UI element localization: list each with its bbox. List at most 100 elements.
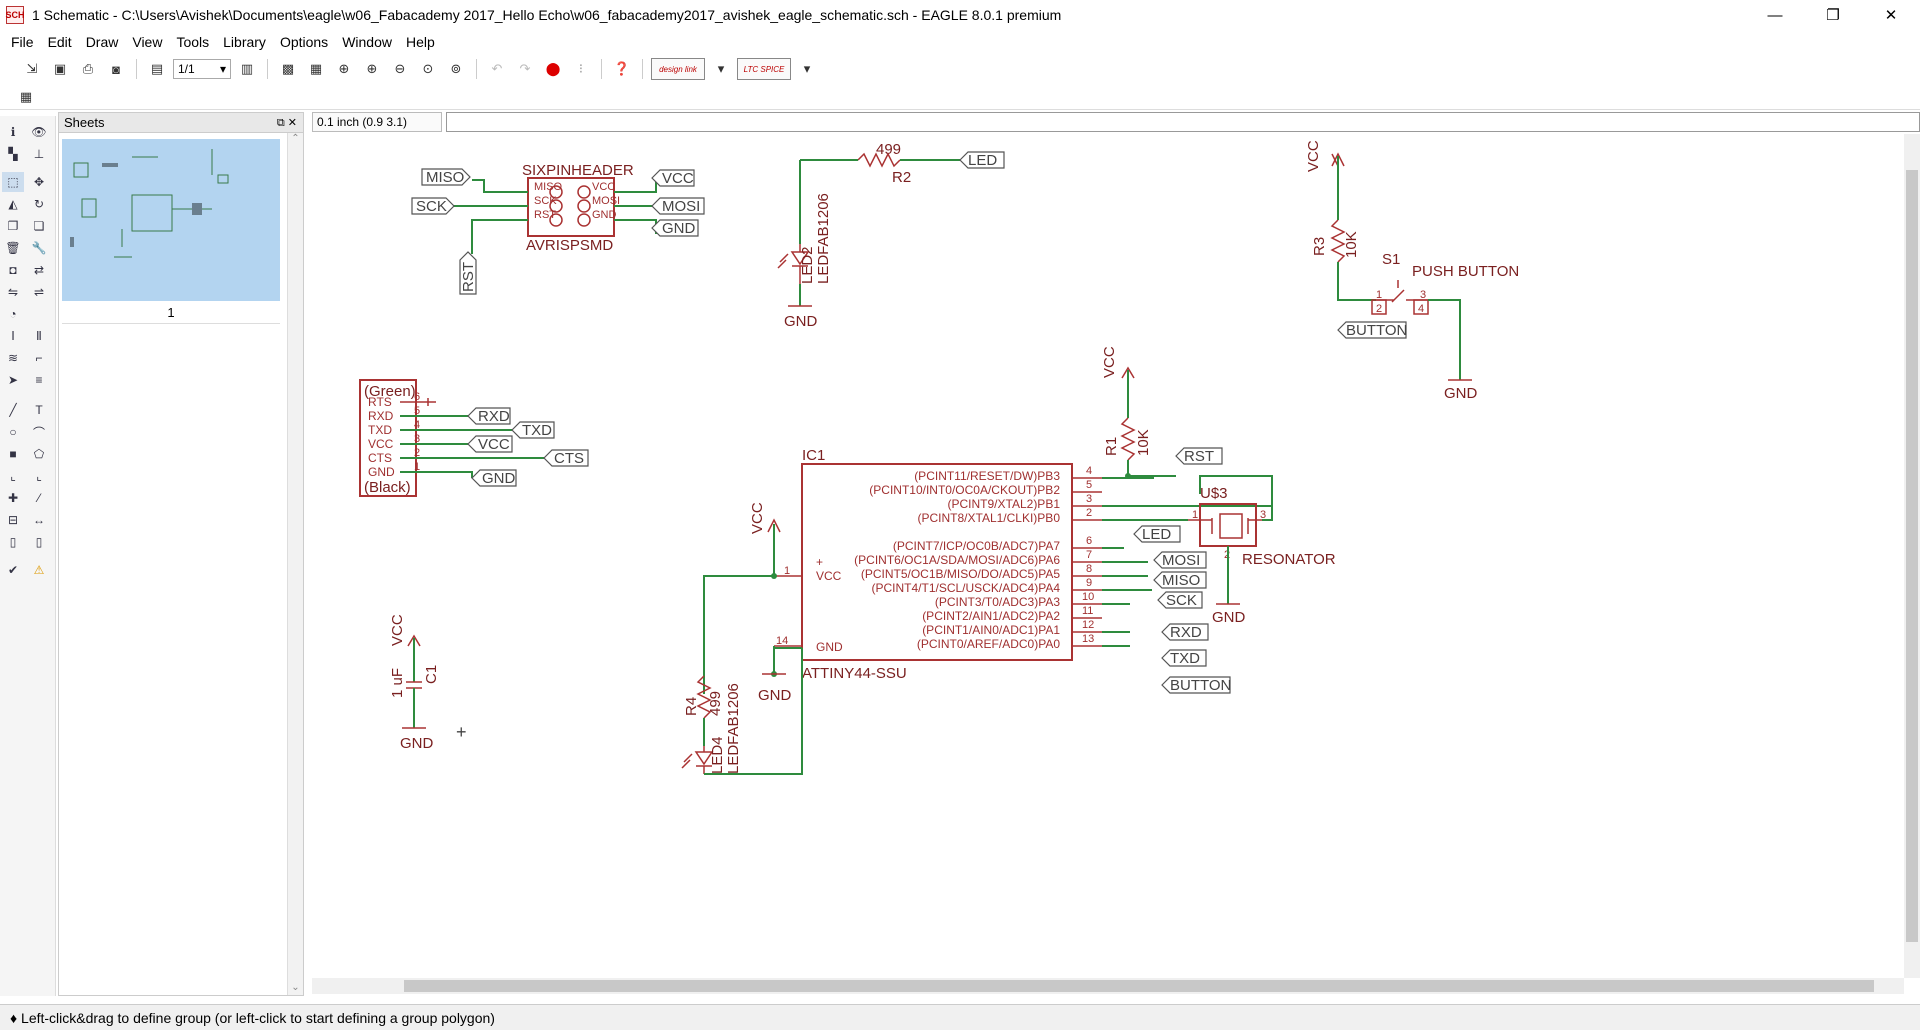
net-label-button-ic[interactable]: BUTTON [1161,676,1231,694]
miter-icon[interactable]: ⌐ [35,351,43,365]
undock-icon[interactable]: ⧉ ✕ [276,116,297,129]
paste-icon[interactable]: ❏ [33,219,45,233]
dimension-icon[interactable]: ↔ [33,513,45,527]
chevron-down-icon[interactable]: ▾ [803,61,811,76]
info-icon[interactable]: ℹ [10,125,16,139]
chevron-up-icon[interactable]: ⌃ [291,133,300,144]
close-button[interactable]: ✕ [1884,7,1898,24]
menu-tools[interactable]: Tools [176,34,210,50]
show-icon[interactable]: 👁 [31,125,47,139]
wrench-icon[interactable]: 🔧 [31,241,47,255]
ltc-spice-button[interactable]: LTC SPICE [737,58,791,80]
net-label-miso[interactable]: MISO [421,168,471,186]
add-icon[interactable]: ◘ [9,263,17,277]
net-label-mosi-ic[interactable]: MOSI [1153,551,1207,569]
maximize-button[interactable]: ❐ [1826,7,1840,24]
group-icon[interactable]: ⬚ [2,172,24,192]
menu-file[interactable]: File [11,34,34,50]
resistor-r4[interactable]: R4 499 [683,620,724,746]
label-icon[interactable]: ⁄ [37,491,40,505]
menu-draw[interactable]: Draw [85,34,119,50]
save-icon[interactable]: ▣ [53,61,67,76]
gate-swap-icon[interactable]: ⇋ [7,285,19,299]
replace-icon[interactable]: ⇄ [33,263,45,277]
rect-icon[interactable]: ■ [9,447,17,461]
open-icon[interactable]: ⇲ [26,61,38,76]
wire-icon[interactable]: ╱ [9,403,17,417]
junction-icon[interactable]: ✚ [7,491,19,505]
erc-icon[interactable]: ✔ [7,563,19,577]
move-icon[interactable]: ✥ [33,175,45,189]
command-input[interactable] [445,112,1920,132]
canvas-horizontal-scrollbar[interactable] [312,978,1904,994]
net-label-button-s1[interactable]: BUTTON [1337,321,1407,339]
polygon-icon[interactable]: ⬠ [33,447,45,461]
resistor-r3[interactable]: VCC R3 10K [1305,140,1376,301]
copy-icon[interactable]: ❐ [7,219,19,233]
menu-view[interactable]: View [132,34,163,50]
grid-icon[interactable]: ▦ [19,88,33,104]
library-icon[interactable]: ▥ [240,61,254,76]
ic-attiny44[interactable]: IC1 VCC GND ATTINY44-SSU 1 14 + (PCINT11… [703,447,1273,704]
redraw-icon[interactable]: ⊚ [450,61,462,76]
value-icon[interactable]: Ⅱ [36,329,42,343]
optimize-icon[interactable]: ≡ [35,373,43,387]
invoke-icon[interactable]: ◔ [9,307,17,321]
net-label-rst-r1[interactable]: RST [1175,447,1223,465]
net-label-sck[interactable]: SCK [411,197,455,215]
zoom-select-icon[interactable]: ⊙ [422,61,434,76]
resistor-r1[interactable]: VCC R1 10K [1101,346,1176,479]
redo-icon[interactable]: ↷ [519,61,531,76]
sheets-scrollbar[interactable]: ⌃ ⌄ [287,133,303,995]
net-label-gnd-ftdi[interactable]: GND [471,469,517,487]
mark-icon[interactable]: ⊥ [33,147,45,161]
net-label-rst[interactable]: RST [459,251,477,295]
net-label-gnd-header[interactable]: GND [651,219,699,237]
name-icon[interactable]: Ⅰ [11,329,15,343]
sheet-thumbnail[interactable] [62,139,280,301]
resistor-r2[interactable]: 499 R2 [800,141,960,186]
net-label-led-r2[interactable]: LED [959,151,1005,169]
net-label-cts-ftdi[interactable]: CTS [543,449,589,467]
pin-swap-icon[interactable]: ⇌ [33,285,45,299]
chevron-down-icon[interactable]: ⌄ [291,982,300,993]
print-icon[interactable]: ⎙ [82,61,94,76]
led-led2[interactable]: LED2 LEDFAB1206 GND [777,160,832,330]
push-button-s1[interactable]: S1 PUSH BUTTON 1 2 3 4 GND [1371,251,1519,402]
zoom-in-icon[interactable]: ⊕ [366,61,378,76]
zoom-out-icon[interactable]: ⊖ [394,61,406,76]
display-icon[interactable]: ▚ [8,147,18,161]
ftdi-header[interactable]: (Green) RTS RXD TXD VCC CTS GND (Black) … [359,379,544,497]
net-label-txd-ftdi[interactable]: TXD [511,421,555,439]
bus-icon[interactable]: ⌞ [10,469,16,483]
menu-library[interactable]: Library [223,34,266,50]
text-icon[interactable]: T [35,403,43,417]
module-icon[interactable]: ▯ [35,535,43,549]
undo-icon[interactable]: ↶ [491,61,503,76]
net-label-rxd-ftdi[interactable]: RXD [467,407,511,425]
board-switch-icon[interactable]: ▤ [150,61,164,76]
menu-options[interactable]: Options [279,34,329,50]
chevron-down-icon[interactable]: ▾ [717,61,725,76]
split-icon[interactable]: ➤ [7,373,19,387]
frame-icon[interactable]: ▯ [9,535,17,549]
go-icon[interactable]: ⁝ [578,61,584,76]
capacitor-c1[interactable]: VCC 1 uF C1 GND [389,614,440,752]
menu-help[interactable]: Help [405,34,435,50]
net-icon[interactable]: ⌞ [36,469,42,483]
net-label-mosi-header[interactable]: MOSI [651,197,705,215]
circle-icon[interactable]: ○ [9,425,17,439]
menu-edit[interactable]: Edit [47,34,72,50]
net-label-miso-ic[interactable]: MISO [1153,571,1207,589]
help-icon[interactable]: ❓ [613,61,631,76]
net-label-led-ic[interactable]: LED [1133,525,1181,543]
resonator-u3[interactable]: U$3 1 2 3 RESONATOR GND [1188,485,1336,626]
schematic-canvas[interactable]: .w { stroke: #2e8b3e; stroke-width: 2; f… [312,134,1904,978]
smash-icon[interactable]: ≋ [7,351,19,365]
script-icon[interactable]: ▩ [281,61,295,76]
net-label-rxd-ic[interactable]: RXD [1161,623,1209,641]
sheet-select[interactable]: 1/1▾ [173,59,231,79]
delete-icon[interactable]: 🗑 [5,241,21,255]
six-pin-header[interactable]: SIXPINHEADER MISO SCK RST VCC MOSI GND A… [452,162,657,254]
net-label-txd-ic[interactable]: TXD [1161,649,1207,667]
